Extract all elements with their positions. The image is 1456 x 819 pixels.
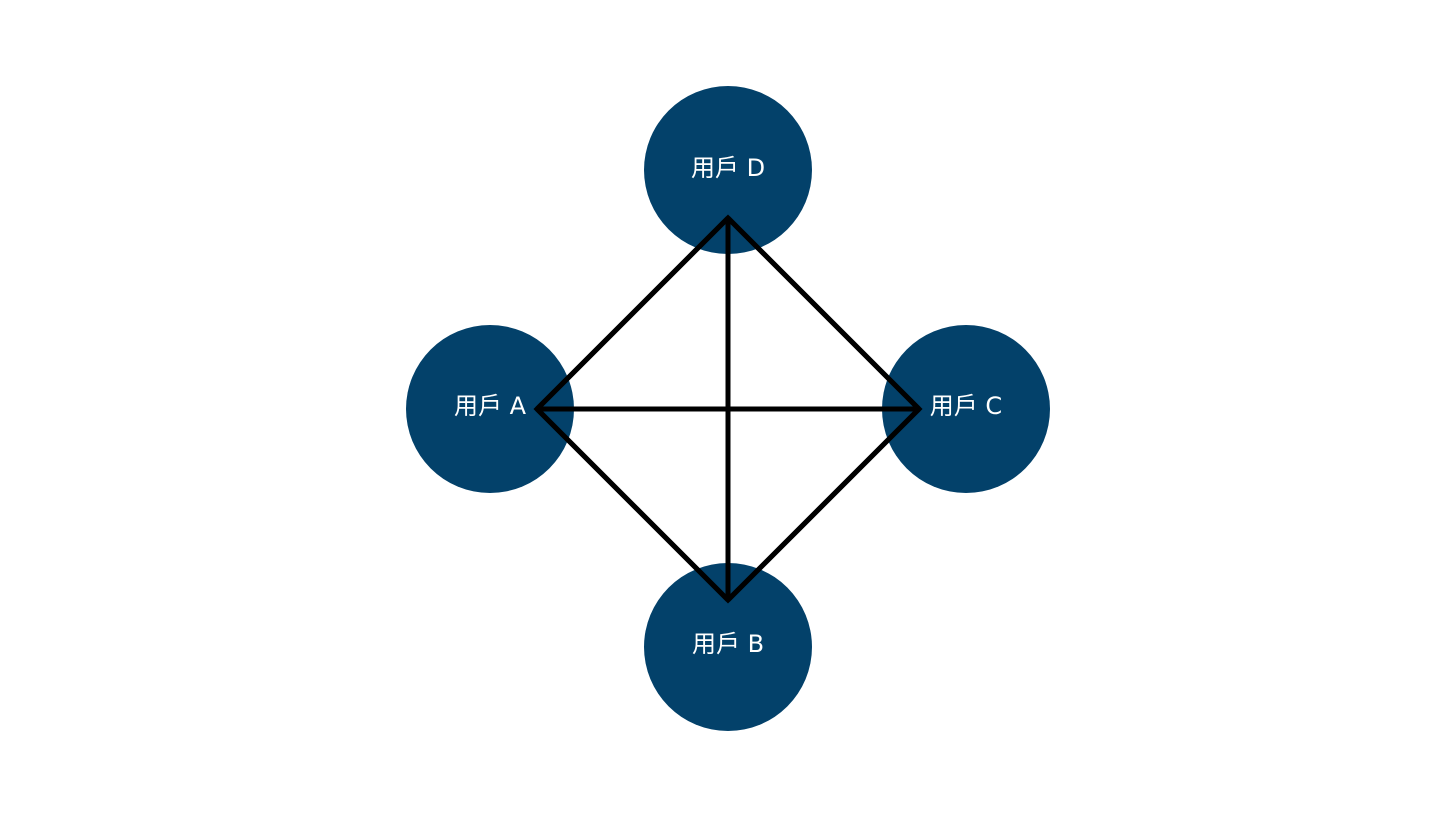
edges — [533, 214, 923, 604]
node-label-user-c: 用戶 C — [930, 392, 1002, 420]
node-circle-user-b — [644, 563, 812, 731]
node-user-a: 用戶 A — [406, 325, 574, 493]
diamond-outline — [533, 214, 923, 604]
node-circle-user-d — [644, 86, 812, 254]
node-user-c: 用戶 C — [882, 325, 1050, 493]
node-circle-user-a — [406, 325, 574, 493]
node-label-user-d: 用戶 D — [691, 154, 765, 182]
node-label-user-a: 用戶 A — [454, 392, 527, 420]
node-user-b: 用戶 B — [644, 563, 812, 731]
node-circle-user-c — [882, 325, 1050, 493]
node-user-d: 用戶 D — [644, 86, 812, 254]
node-label-user-b: 用戶 B — [692, 630, 764, 658]
